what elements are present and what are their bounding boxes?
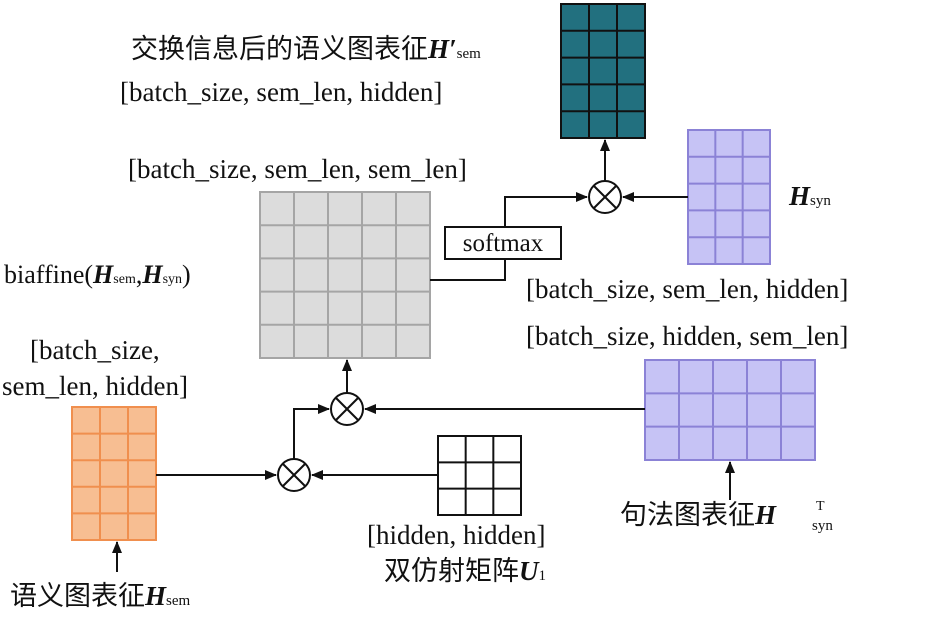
multiply-operator-top bbox=[588, 180, 622, 214]
biaffine-weight-matrix bbox=[437, 435, 522, 516]
syn-subscript: syn bbox=[810, 193, 831, 209]
syntactic-transposed-matrix bbox=[644, 359, 816, 461]
synT-superscript: T bbox=[816, 499, 825, 514]
biaffine-subscript-sem: sem bbox=[113, 272, 136, 287]
biaffine-symbol-sem: H bbox=[92, 260, 114, 289]
u-subscript: 1 bbox=[539, 568, 547, 584]
syn-shape-label: [batch_size, sem_len, hidden] bbox=[526, 274, 848, 304]
synT-subscript: syn bbox=[812, 518, 833, 534]
softmax-label: softmax bbox=[463, 230, 544, 257]
sem-shape-label-line2: sem_len, hidden] bbox=[2, 371, 188, 401]
syntactic-matrix-frame bbox=[687, 129, 771, 265]
synT-shape-label: [batch_size, hidden, sem_len] bbox=[526, 321, 848, 351]
attention-score-matrix bbox=[259, 191, 431, 359]
semantic-matrix bbox=[71, 406, 157, 541]
syntactic-transposed-matrix-frame bbox=[644, 359, 816, 461]
sem-title: 语义图表征Hsem bbox=[10, 581, 191, 611]
exchanged-title: 交换信息后的语义图表征H′sem bbox=[131, 34, 481, 64]
syn-label: Hsyn bbox=[788, 181, 831, 211]
biaffine-suffix: ) bbox=[182, 260, 191, 289]
u-shape-label: [hidden, hidden] bbox=[367, 520, 545, 550]
synT-symbol: H bbox=[754, 500, 777, 530]
exchanged-title-text: 交换信息后的语义图表征 bbox=[131, 34, 428, 64]
synT-title-text: 句法图表征 bbox=[620, 500, 755, 530]
attention-score-matrix-frame bbox=[259, 191, 431, 359]
biaffine-weight-matrix-frame bbox=[437, 435, 522, 516]
biaffine-label: biaffine(Hsem,Hsyn) bbox=[4, 260, 191, 289]
syntactic-matrix bbox=[687, 129, 771, 265]
exchanged-semantic-matrix-frame bbox=[560, 3, 646, 139]
biaffine-prefix: biaffine( bbox=[4, 260, 93, 289]
u-title: 双仿射矩阵U1 bbox=[384, 556, 546, 586]
u-symbol: U bbox=[519, 556, 540, 586]
multiply-operator-middle bbox=[330, 392, 364, 426]
semantic-matrix-frame bbox=[71, 406, 157, 541]
sem-subscript: sem bbox=[166, 593, 190, 609]
multiply-operator-bottom bbox=[277, 458, 311, 492]
biaffine-symbol-syn: H bbox=[141, 260, 163, 289]
sem-symbol: H bbox=[144, 581, 167, 611]
biaffine-comma: , bbox=[136, 260, 143, 289]
exchanged-shape-label: [batch_size, sem_len, hidden] bbox=[120, 77, 442, 107]
synT-title: 句法图表征H bbox=[620, 500, 777, 530]
exchanged-semantic-matrix bbox=[560, 3, 646, 139]
exchanged-symbol: H′ bbox=[427, 34, 457, 64]
sem-title-text: 语义图表征 bbox=[10, 581, 145, 611]
sem-shape-label-line1: [batch_size, bbox=[30, 335, 160, 365]
softmax-block: softmax bbox=[444, 226, 562, 260]
u-title-text: 双仿射矩阵 bbox=[384, 556, 519, 586]
exchanged-subscript: sem bbox=[457, 46, 481, 62]
attention-shape-label: [batch_size, sem_len, sem_len] bbox=[128, 154, 467, 184]
biaffine-subscript-syn: syn bbox=[163, 272, 182, 287]
syn-symbol: H bbox=[788, 181, 811, 211]
